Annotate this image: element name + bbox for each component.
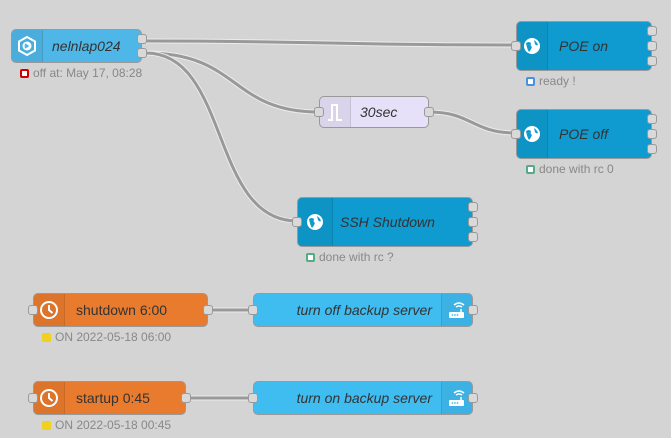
status-text: ON 2022-05-18 00:45 [55,418,172,432]
status-dot-yellow-icon [42,332,51,342]
output-port[interactable] [181,393,191,403]
node-status-ssh-shutdown: done with rc ? [306,250,394,264]
input-port[interactable] [28,393,38,403]
node-status-startup: ON 2022-05-18 00:45 [42,418,171,432]
output-port-rc[interactable] [647,56,657,66]
node-label: shutdown 6:00 [76,302,168,318]
globe-icon [517,22,548,70]
wire-nelnlap-delay[interactable] [145,50,320,115]
router-icon [441,382,472,414]
clock-icon[interactable] [34,294,65,326]
node-label: POE on [559,38,609,54]
status-ring-red-icon [20,68,29,78]
node-status-shutdown: ON 2022-05-18 06:00 [42,330,171,344]
input-port[interactable] [292,217,302,227]
output-port-stderr[interactable] [647,41,657,51]
node-label: turn off backup server [296,302,432,318]
clock-icon[interactable] [34,382,65,414]
output-port-stderr[interactable] [647,129,657,139]
node-turn-on-backup-server[interactable]: turn on backup server [248,381,478,415]
status-text: done with rc 0 [539,162,614,176]
node-ssh-shutdown[interactable]: SSH Shutdown [292,197,478,247]
node-status-poe-on: ready ! [526,74,576,88]
pulse-icon [320,97,351,127]
status-dot-yellow-icon [42,420,51,430]
output-port-1[interactable] [137,34,147,44]
status-text: ready ! [539,74,576,88]
node-label: POE off [559,126,609,142]
output-port[interactable] [203,305,213,315]
node-30sec-trigger[interactable]: 30sec [314,96,434,128]
node-poe-off[interactable]: POE off [511,109,657,159]
output-port-rc[interactable] [647,144,657,154]
node-label: nelnlap024 [52,38,121,54]
output-port[interactable] [468,393,478,403]
output-port-stdout[interactable] [468,202,478,212]
status-ring-green-icon [526,164,535,174]
node-status-poe-off: done with rc 0 [526,162,614,176]
node-shutdown-inject[interactable]: shutdown 6:00 [28,293,213,327]
node-status-nelnlap024: off at: May 17, 08:28 [20,66,142,80]
output-port-stdout[interactable] [647,114,657,124]
node-startup-inject[interactable]: startup 0:45 [28,381,191,415]
output-port-rc[interactable] [468,232,478,242]
status-text: ON 2022-05-18 06:00 [55,330,172,344]
wire-nelnlap-ssh[interactable] [145,50,298,224]
wire-delay-poe-off[interactable] [428,109,517,136]
wire-nelnlap-poe-on[interactable] [145,38,517,48]
output-port[interactable] [468,305,478,315]
status-ring-green-icon [306,252,315,262]
status-ring-blue-icon [526,76,535,86]
node-label: 30sec [360,104,398,120]
node-label: turn on backup server [296,390,432,406]
output-port-2[interactable] [137,48,147,58]
node-label: startup 0:45 [76,390,150,406]
input-port[interactable] [511,129,521,139]
globe-icon [298,198,333,246]
output-port-stderr[interactable] [468,217,478,227]
output-port[interactable] [424,107,434,117]
router-icon [441,294,472,326]
node-nelnlap024[interactable]: nelnlap024 [11,29,147,63]
node-label: SSH Shutdown [340,214,435,230]
node-turn-off-backup-server[interactable]: turn off backup server [248,293,478,327]
node-poe-on[interactable]: POE on [511,21,657,71]
output-port-stdout[interactable] [647,26,657,36]
globe-icon [517,110,548,158]
input-port[interactable] [28,305,38,315]
input-port[interactable] [248,305,258,315]
status-text: off at: May 17, 08:28 [33,66,143,80]
input-port[interactable] [314,107,324,117]
status-text: done with rc ? [319,250,394,264]
input-port[interactable] [511,41,521,51]
input-port[interactable] [248,393,258,403]
arrow-in-hexagon-icon [12,30,43,62]
